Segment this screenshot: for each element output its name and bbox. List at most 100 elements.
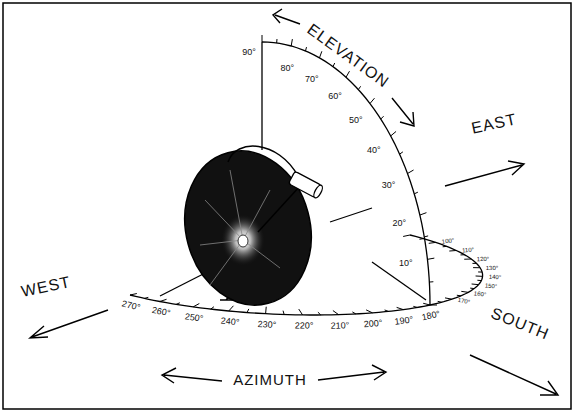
azimuth-tick	[403, 235, 410, 236]
elevation-value: 70°	[305, 74, 319, 83]
elevation-tick	[370, 98, 375, 103]
elevation-value: 50°	[349, 116, 363, 125]
azimuth-tick	[247, 309, 249, 313]
elevation-value: 90°	[242, 48, 256, 57]
azimuth-tick	[443, 246, 447, 247]
dish-highlight	[221, 214, 265, 266]
dish-hub	[238, 235, 248, 247]
azimuth-value: 260°	[151, 306, 171, 318]
elevation-tick	[414, 192, 418, 194]
azimuth-value: 100°	[441, 237, 454, 245]
azimuth-tick	[449, 250, 456, 252]
scale-title: AZIMUTH	[233, 372, 307, 387]
azimuth-tick	[423, 303, 430, 305]
direction-arrows	[30, 9, 558, 395]
elevation-tick	[346, 71, 350, 77]
elevation-tick	[333, 63, 335, 67]
azimuth-tick	[472, 263, 476, 264]
elevation-arrow	[392, 98, 414, 126]
azimuth-value: 160°	[474, 290, 487, 298]
azimuth-tick	[265, 307, 267, 314]
elevation-tick	[430, 305, 437, 306]
elevation-tick	[391, 131, 396, 136]
east-arrow	[445, 161, 524, 186]
zenith-line	[261, 42, 262, 150]
azimuth-tick	[283, 311, 284, 315]
azimuth-tick	[461, 254, 465, 255]
azimuth-tick	[429, 242, 436, 244]
azimuth-tick	[299, 309, 303, 315]
feed-arm	[228, 146, 298, 176]
azimuth-tick	[130, 294, 137, 295]
elevation-tick	[262, 35, 263, 42]
azimuth-value: 240°	[220, 317, 239, 328]
azimuth-tick	[385, 310, 389, 311]
azimuth-arrow	[318, 365, 386, 380]
elevation-tick	[276, 39, 277, 43]
feed-arm	[258, 186, 300, 232]
elevation-tick	[381, 116, 384, 119]
azimuth-tick	[144, 297, 148, 298]
satellite-dish	[168, 137, 328, 320]
direction-label: WEST	[20, 274, 72, 300]
azimuth-tick	[445, 298, 452, 299]
dish-spoke	[200, 170, 280, 285]
azimuth-tick	[473, 267, 480, 268]
elevation-arrow	[273, 9, 300, 24]
azimuth-tick	[413, 306, 417, 307]
azimuth-value: 130°	[486, 265, 498, 271]
azimuth-value: 230°	[257, 320, 276, 330]
azimuth-tick	[419, 238, 423, 240]
elevation-value: 40°	[367, 146, 381, 155]
elevation-value: 60°	[328, 92, 342, 101]
scale-group	[130, 35, 483, 315]
direction-label: SOUTH	[489, 305, 552, 343]
elevation-tick	[305, 47, 306, 51]
elevation-tick	[407, 170, 413, 174]
azimuth-value: 150°	[484, 282, 497, 289]
azimuth-value: 110°	[462, 246, 474, 253]
azimuth-value: 220°	[294, 321, 313, 330]
azimuth-tick	[457, 295, 461, 297]
pointing-line	[372, 262, 426, 300]
azimuth-tick	[229, 306, 234, 311]
west-arrow	[30, 310, 108, 338]
azimuth-value: 190°	[394, 315, 414, 326]
elevation-value: 80°	[281, 63, 295, 72]
azimuth-value: 250°	[184, 312, 204, 323]
dish-reflector	[168, 137, 328, 320]
azimuth-tick	[478, 271, 482, 272]
azimuth-tick	[176, 303, 180, 305]
elevation-tick	[427, 258, 434, 259]
azimuth-value: 120°	[477, 255, 490, 261]
direction-label: EAST	[470, 111, 518, 136]
elevation-tick	[319, 51, 321, 58]
azimuth-tick	[366, 310, 372, 313]
elevation-value: 30°	[382, 180, 396, 189]
azimuth-value: 200°	[364, 319, 383, 329]
elevation-tick	[429, 281, 433, 282]
azimuth-tick	[438, 301, 442, 303]
azimuth-value: 270°	[121, 299, 141, 312]
azimuth-tick	[211, 307, 214, 309]
azimuth-value: 170°	[457, 297, 470, 305]
frame-border	[3, 3, 571, 409]
elevation-tick	[424, 236, 428, 237]
azimuth-tick	[476, 275, 483, 276]
elevation-tick	[291, 39, 292, 46]
elevation-tick	[358, 86, 360, 89]
azimuth-tick	[318, 312, 321, 315]
azimuth-tick	[461, 291, 468, 293]
feed-horn	[288, 171, 324, 199]
azimuth-value: 210°	[330, 321, 349, 331]
azimuth-value: 140°	[488, 274, 501, 281]
south-arrow	[470, 355, 558, 395]
pointing-line	[330, 208, 372, 222]
feed-horn-mouth	[312, 184, 324, 199]
elevation-value: 20°	[392, 218, 406, 227]
azimuth-tick	[472, 283, 479, 285]
azimuth-arrow	[162, 368, 222, 383]
azimuth-tick	[470, 288, 474, 289]
